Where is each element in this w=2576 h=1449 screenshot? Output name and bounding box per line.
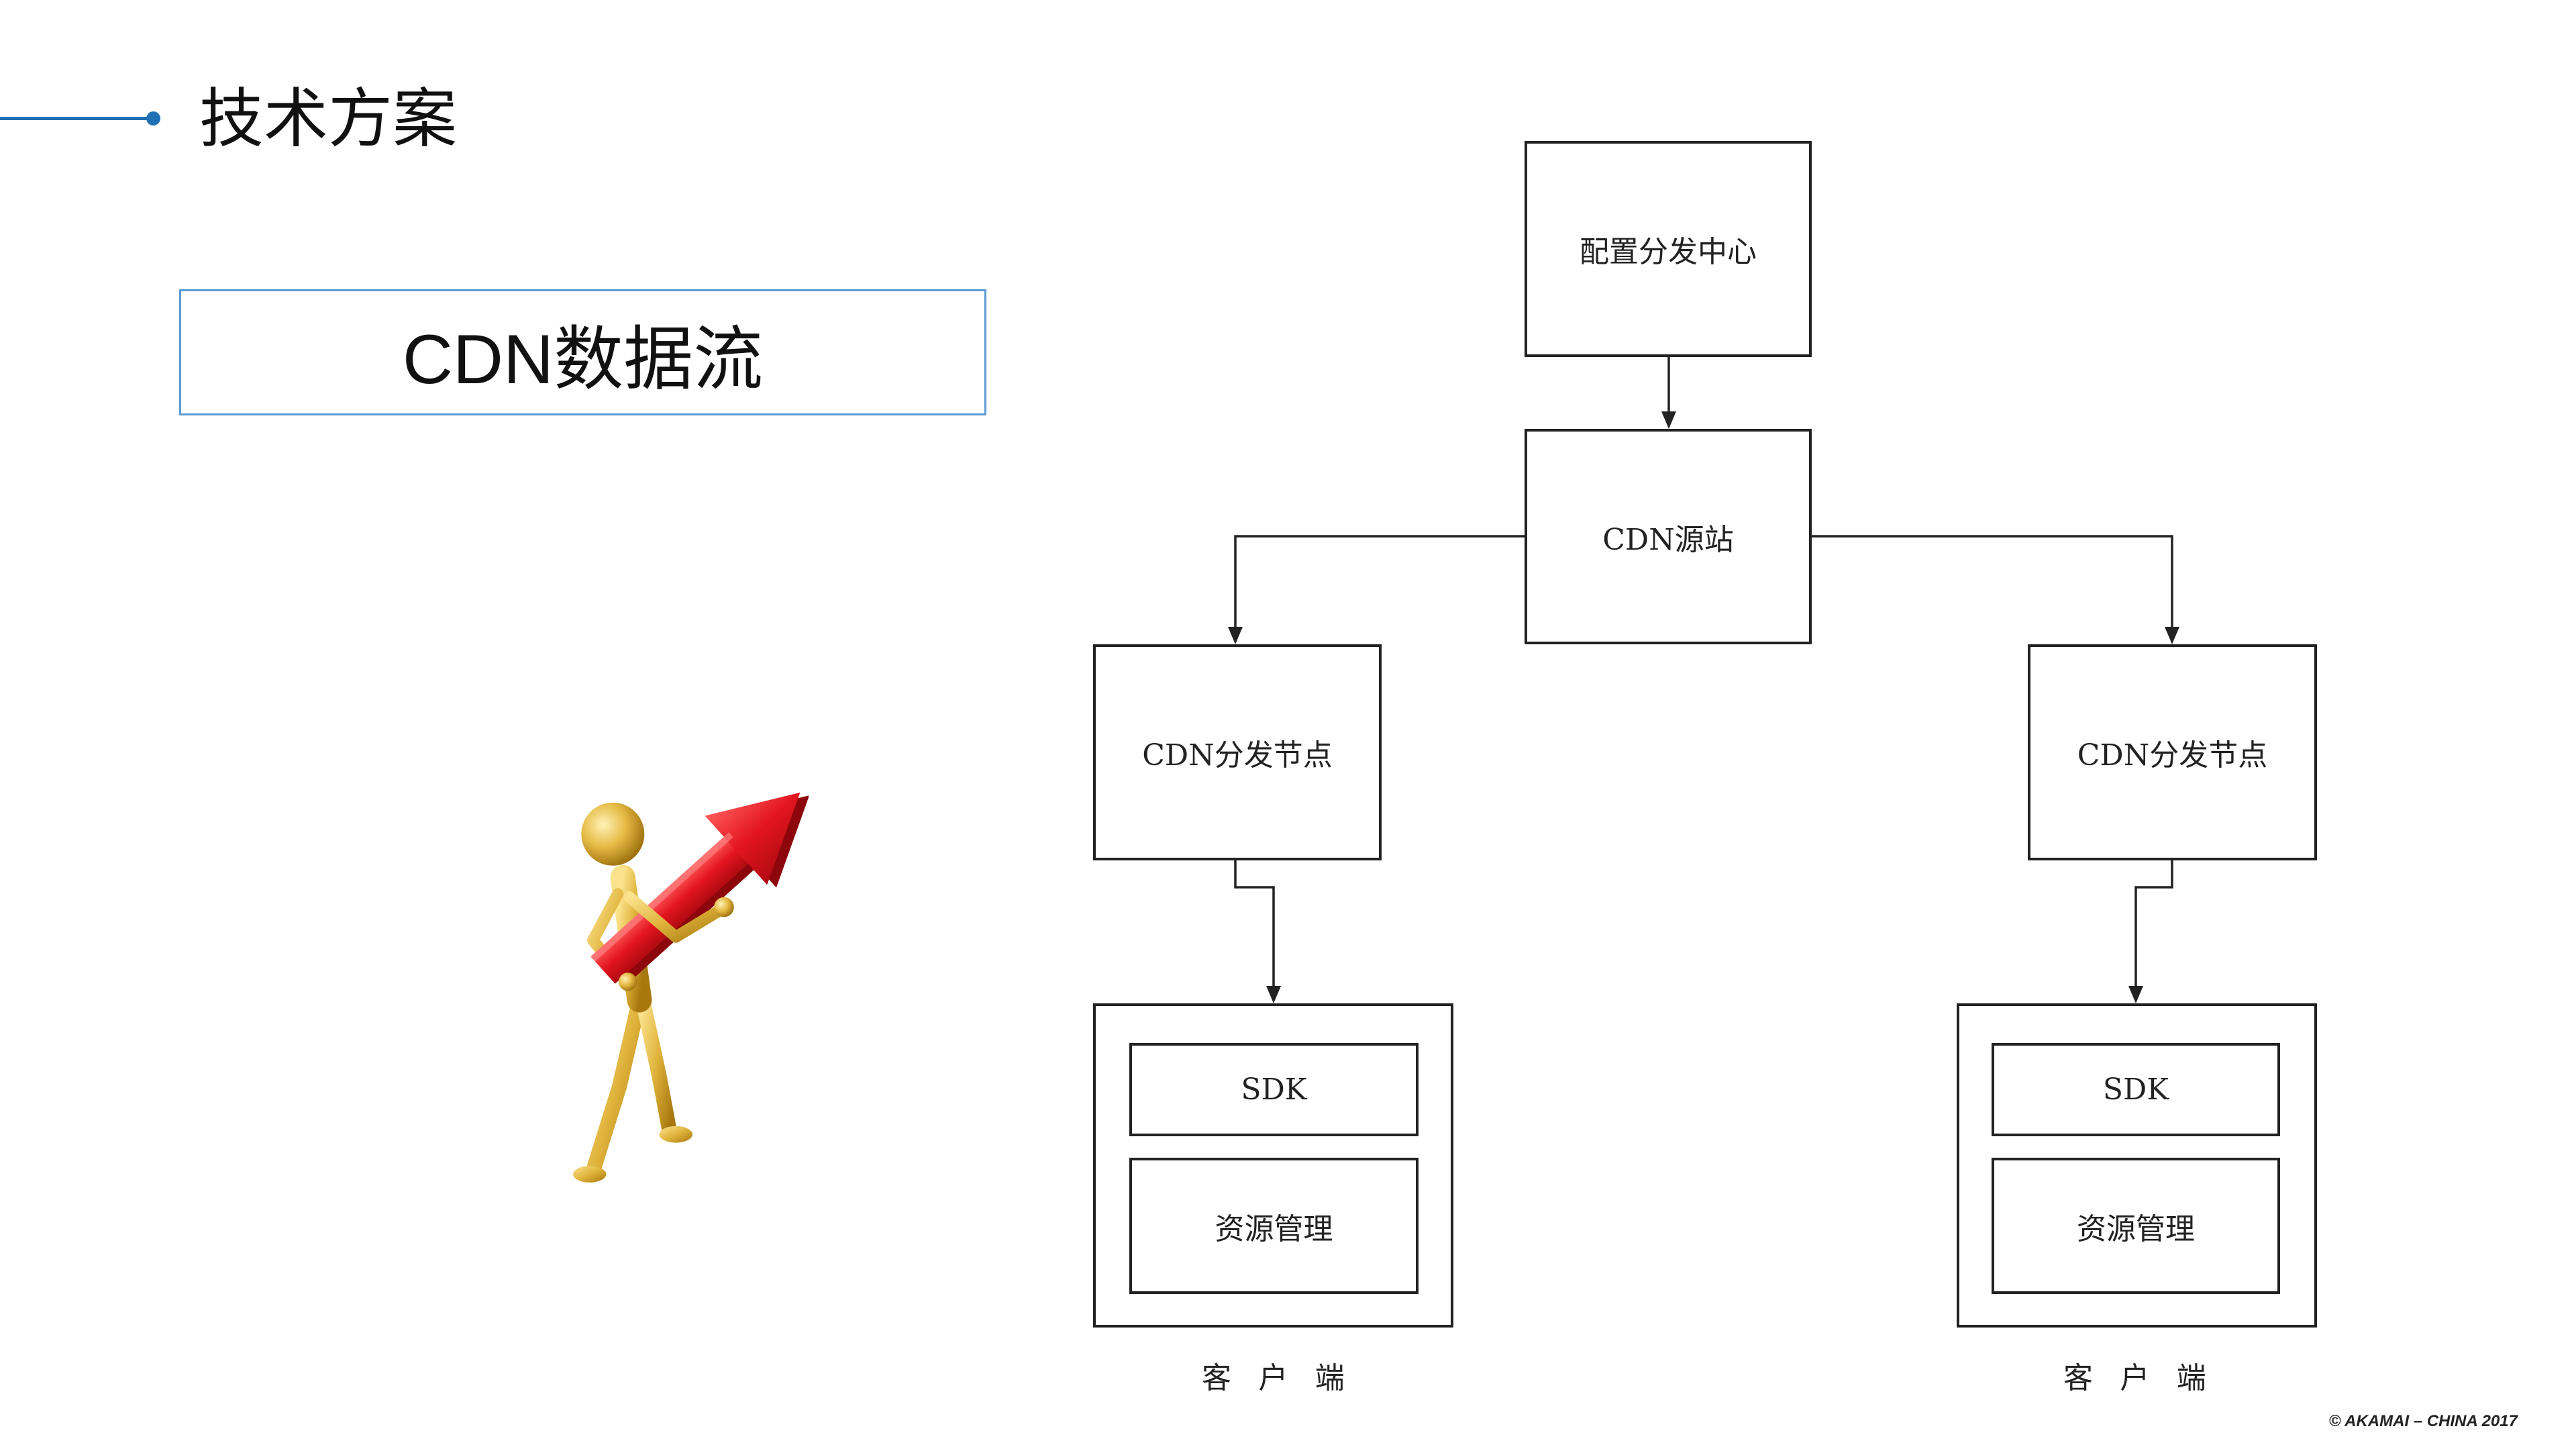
client-left-sdk-label: SDK [1241, 1072, 1307, 1107]
connector-node-left-to-client-left [1234, 860, 1275, 988]
section-label: CDN数据流 [402, 320, 764, 399]
node-right-box: CDN分发节点 [2028, 644, 2317, 860]
figure-back-hand [618, 972, 637, 991]
node-right-label: CDN分发节点 [2077, 738, 2268, 772]
arrowhead-client-left [1266, 986, 1281, 1003]
arrowhead-node-right [2165, 627, 2179, 644]
arrowhead-config-to-origin [1661, 411, 1676, 429]
section-box: CDN数据流 [179, 289, 986, 415]
client-left-resource-box: 资源管理 [1129, 1158, 1419, 1294]
node-left-box: CDN分发节点 [1093, 644, 1382, 860]
connector-origin-to-node-left [1234, 535, 1525, 629]
client-right-resource-box: 资源管理 [1992, 1158, 2280, 1294]
config-center-label: 配置分发中心 [1580, 235, 1757, 269]
client-right-box: SDK 资源管理 [1957, 1003, 2317, 1328]
client-right-resource-label: 资源管理 [2077, 1211, 2195, 1246]
red-arrow-icon [590, 792, 809, 987]
arrowhead-client-right [2128, 986, 2143, 1003]
gold-figure-carrying-red-arrow-icon [573, 792, 809, 1183]
client-right-label: 客 户 端 [2063, 1361, 2215, 1395]
client-left-sdk-box: SDK [1129, 1043, 1419, 1136]
title-accent-line [0, 117, 153, 120]
client-right-sdk-label: SDK [2102, 1072, 2169, 1107]
figure-front-arm [623, 891, 729, 943]
client-left-label: 客 户 端 [1202, 1361, 1353, 1395]
node-left-label: CDN分发节点 [1142, 738, 1333, 772]
figure-foot-left [573, 1166, 607, 1183]
title-accent-dot [146, 111, 160, 126]
origin-label: CDN源站 [1602, 522, 1734, 557]
figure-legs [587, 992, 677, 1174]
config-center-box: 配置分发中心 [1525, 141, 1812, 357]
figure-head [581, 802, 645, 866]
page-title: 技术方案 [199, 83, 457, 155]
origin-box: CDN源站 [1525, 429, 1812, 644]
figure-foot-right [659, 1126, 692, 1143]
client-left-resource-label: 资源管理 [1215, 1211, 1333, 1246]
connector-node-right-to-client-right [2134, 860, 2173, 988]
client-left-box: SDK 资源管理 [1093, 1003, 1453, 1328]
copyright-footer: © AKAMAI – CHINA 2017 [2328, 1412, 2518, 1430]
client-right-sdk-box: SDK [1992, 1043, 2280, 1136]
arrowhead-node-left [1228, 627, 1243, 644]
figure-front-hand [714, 897, 734, 917]
connector-origin-to-node-right [1812, 535, 2173, 629]
